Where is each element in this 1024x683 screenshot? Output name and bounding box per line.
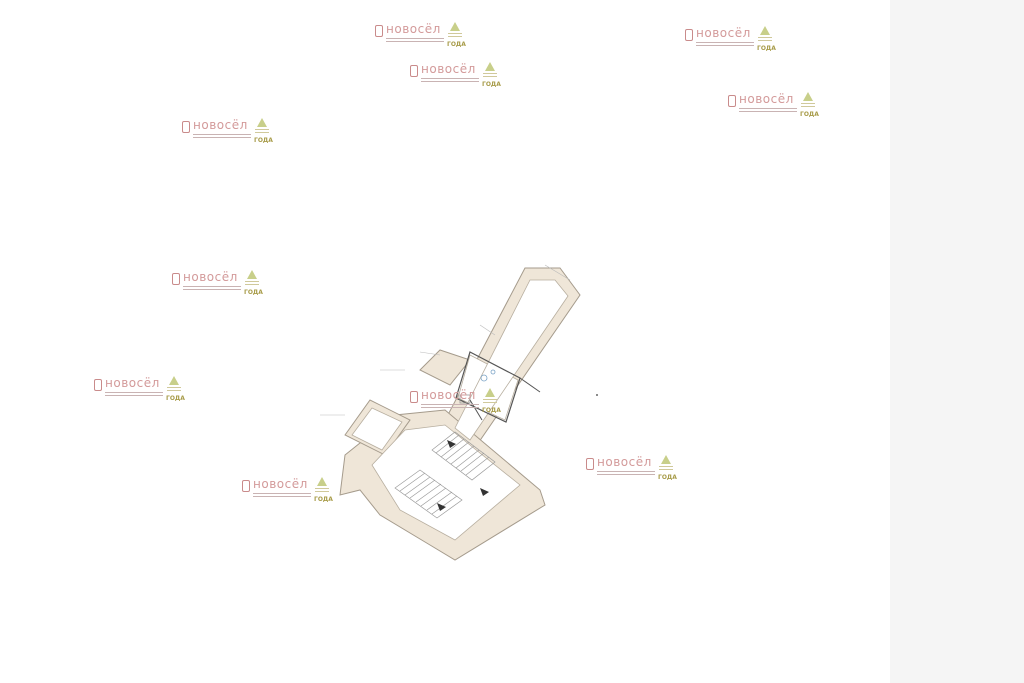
bathroom-fixtures <box>459 369 496 404</box>
watermark: новосёл ГОДА <box>182 118 274 144</box>
watermark-logo-icon <box>728 95 736 107</box>
watermark: новосёл ГОДА <box>728 92 820 118</box>
watermark-logo-icon <box>685 29 693 41</box>
watermark-brand: новосёл <box>739 92 794 106</box>
watermark: новосёл ГОДА <box>172 270 264 296</box>
watermark-brand: новосёл <box>386 22 441 36</box>
stairs-upper <box>431 431 496 481</box>
room-left <box>351 407 403 451</box>
award-icon: ГОДА <box>800 92 819 118</box>
watermark-brand: новосёл <box>421 388 476 402</box>
award-icon: ГОДА <box>314 477 333 503</box>
watermark-logo-icon <box>94 379 102 391</box>
watermark-brand: новосёл <box>696 26 751 40</box>
watermark-brand: новосёл <box>253 477 308 491</box>
stray-dot <box>596 394 598 396</box>
award-icon: ГОДА <box>482 62 501 88</box>
door-lines <box>469 377 541 421</box>
award-icon: ГОДА <box>757 26 776 52</box>
bathroom-outline <box>455 351 521 423</box>
award-icon: ГОДА <box>254 118 273 144</box>
watermark-brand: новосёл <box>193 118 248 132</box>
watermark: новосёл ГОДА <box>586 455 678 481</box>
floor-plan-canvas: новосёл ГОДА новосёл ГОДА новосёл ГОДА н… <box>94 22 820 561</box>
watermark-logo-icon <box>172 273 180 285</box>
watermark-logo-icon <box>410 65 418 77</box>
watermark-logo-icon <box>182 121 190 133</box>
dimension-marks <box>320 264 571 416</box>
stairs-lower <box>394 469 463 519</box>
award-icon: ГОДА <box>658 455 677 481</box>
watermark-brand: новосёл <box>105 376 160 390</box>
watermark: новосёл ГОДА <box>410 388 502 414</box>
watermark-brand: новосёл <box>421 62 476 76</box>
plan-rooms <box>351 279 569 541</box>
award-icon: ГОДА <box>244 270 263 296</box>
watermark-brand: новосёл <box>597 455 652 469</box>
watermark: новосёл ГОДА <box>685 26 777 52</box>
side-margin <box>890 0 1024 683</box>
watermark: новосёл ГОДА <box>375 22 467 48</box>
watermark-logo-icon <box>375 25 383 37</box>
award-icon: ГОДА <box>166 376 185 402</box>
floor-plan-drawing <box>320 264 598 561</box>
watermark: новосёл ГОДА <box>410 62 502 88</box>
watermark: новосёл ГОДА <box>242 477 334 503</box>
stair-arrows <box>437 440 489 511</box>
watermark-logo-icon <box>586 458 594 470</box>
award-icon: ГОДА <box>447 22 466 48</box>
award-icon: ГОДА <box>482 388 501 414</box>
hall-inner <box>371 424 521 541</box>
watermark-brand: новосёл <box>183 270 238 284</box>
watermark-logo-icon <box>410 391 418 403</box>
room-upper-wall <box>419 349 471 386</box>
watermark-logo-icon <box>242 480 250 492</box>
watermark: новосёл ГОДА <box>94 376 186 402</box>
